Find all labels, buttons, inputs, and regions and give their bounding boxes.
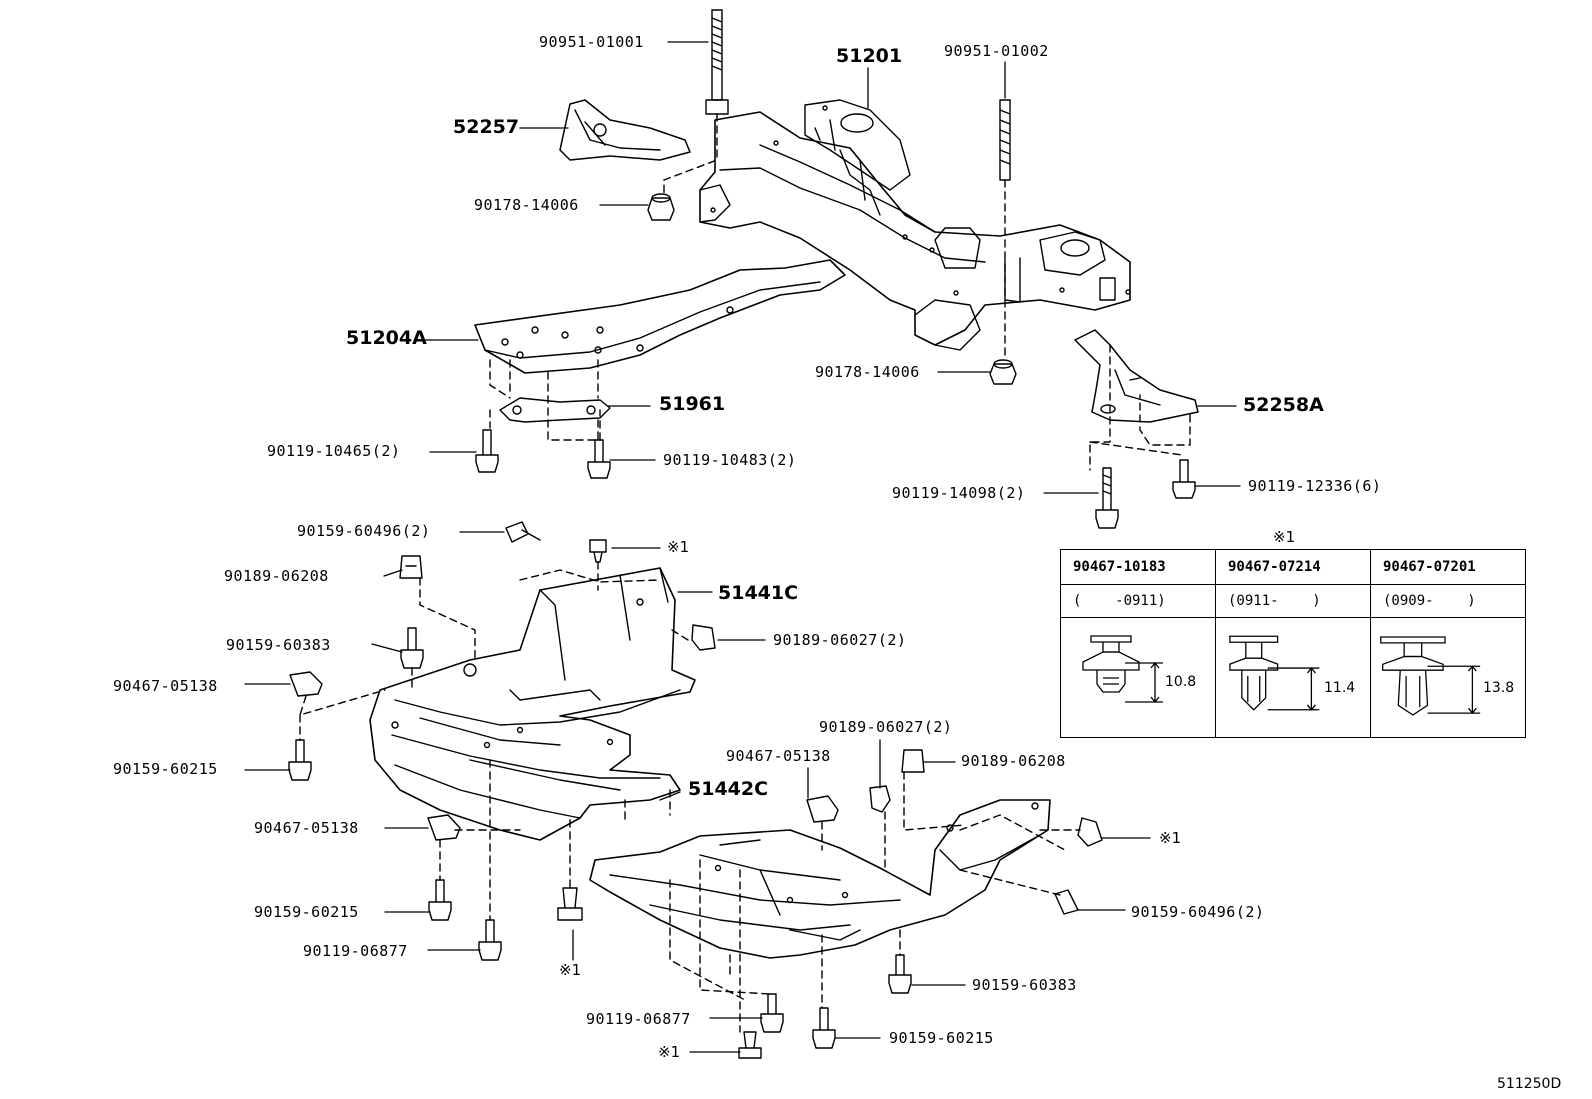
label-52257: 52257 — [453, 116, 520, 138]
stud-90951-01001 — [705, 9, 729, 115]
label-51204A: 51204A — [346, 327, 427, 349]
label-90119-06877-2: 90119-06877 — [586, 1010, 691, 1028]
label-90178-14006: 90178-14006 — [474, 196, 579, 214]
label-52258A: 52258A — [1243, 394, 1324, 416]
brace-52257 — [559, 99, 691, 161]
diagram-ref-code: 511250D — [1497, 1076, 1562, 1092]
label-90159-60383: 90159-60383 — [226, 636, 331, 654]
link-lines-51442C — [669, 771, 1081, 1033]
leader-lines — [244, 41, 1241, 1053]
label-90119-14098: 90119-14098(2) — [892, 484, 1026, 502]
label-90951-01001: 90951-01001 — [539, 33, 644, 51]
label-90178-14006-2: 90178-14006 — [815, 363, 920, 381]
brace-52258A — [1074, 329, 1199, 423]
link-lines-top — [663, 113, 1006, 361]
link-lines-51441C — [299, 561, 689, 921]
clip-table-title: ※1 — [1273, 528, 1296, 546]
clip-dim-value: 11.4 — [1324, 680, 1356, 696]
stud-90951-01002 — [999, 99, 1011, 181]
clip-date-range: (0911- ) — [1215, 584, 1371, 618]
label-51961: 51961 — [659, 393, 726, 415]
bracket-51961 — [499, 397, 611, 423]
under-cover-51441C — [369, 567, 696, 841]
bolts — [288, 429, 1196, 1059]
label-90951-01002: 90951-01002 — [944, 42, 1049, 60]
clip-dim-value: 10.8 — [1165, 674, 1197, 690]
label-90189-06208: 90189-06208 — [224, 567, 329, 585]
label-51442C: 51442C — [688, 778, 769, 800]
label-90189-06208-2: 90189-06208 — [961, 752, 1066, 770]
clip-07201-drawing — [1380, 636, 1481, 716]
clip-variant-table: 90467-10183 90467-07214 90467-07201 ( -0… — [1060, 549, 1526, 738]
label-90159-60215-2: 90159-60215 — [254, 903, 359, 921]
label-90467-05138-3: 90467-05138 — [254, 819, 359, 837]
clip-dim-value: 13.8 — [1483, 680, 1515, 696]
crossmember-51201 — [699, 99, 1131, 351]
label-90159-60496-2: 90159-60496(2) — [1131, 903, 1265, 921]
clip-date-range: ( -0911) — [1060, 584, 1216, 618]
label-note-1-3: ※1 — [559, 961, 582, 979]
label-90159-60383-2: 90159-60383 — [972, 976, 1077, 994]
label-90119-10483: 90119-10483(2) — [663, 451, 797, 469]
label-90189-06027-2: 90189-06027(2) — [819, 718, 953, 736]
clip-drawing-cell: 11.4 — [1215, 617, 1371, 738]
clip-part-number: 90467-10183 — [1060, 549, 1216, 585]
clip-drawing-cell: 10.8 — [1060, 617, 1216, 738]
label-90159-60215-3: 90159-60215 — [889, 1029, 994, 1047]
nut-90178-14006-2 — [989, 359, 1017, 385]
label-90159-60496: 90159-60496(2) — [297, 522, 431, 540]
clip-part-number: 90467-07214 — [1215, 549, 1371, 585]
label-note-1-4: ※1 — [658, 1043, 681, 1061]
label-note-1: ※1 — [667, 538, 690, 556]
link-lines-52258A — [1089, 344, 1191, 471]
clip-part-number: 90467-07201 — [1370, 549, 1526, 585]
label-90159-60215: 90159-60215 — [113, 760, 218, 778]
clip-date-range: (0909- ) — [1370, 584, 1526, 618]
label-90189-06027: 90189-06027(2) — [773, 631, 907, 649]
label-90119-10465: 90119-10465(2) — [267, 442, 401, 460]
member-51204A — [474, 259, 846, 374]
label-90467-05138-2: 90467-05138 — [726, 747, 831, 765]
under-cover-51442C — [589, 799, 1051, 959]
nut-90178-14006 — [647, 193, 675, 221]
label-51441C: 51441C — [718, 582, 799, 604]
label-90119-12336: 90119-12336(6) — [1248, 477, 1382, 495]
label-90119-06877: 90119-06877 — [303, 942, 408, 960]
label-90467-05138: 90467-05138 — [113, 677, 218, 695]
clip-10183-drawing — [1082, 635, 1163, 704]
label-note-1-2: ※1 — [1159, 829, 1182, 847]
clip-07214-drawing — [1229, 635, 1320, 711]
link-lines-51204A — [489, 359, 601, 441]
label-51201: 51201 — [836, 45, 903, 67]
clip-drawing-cell: 13.8 — [1370, 617, 1526, 738]
